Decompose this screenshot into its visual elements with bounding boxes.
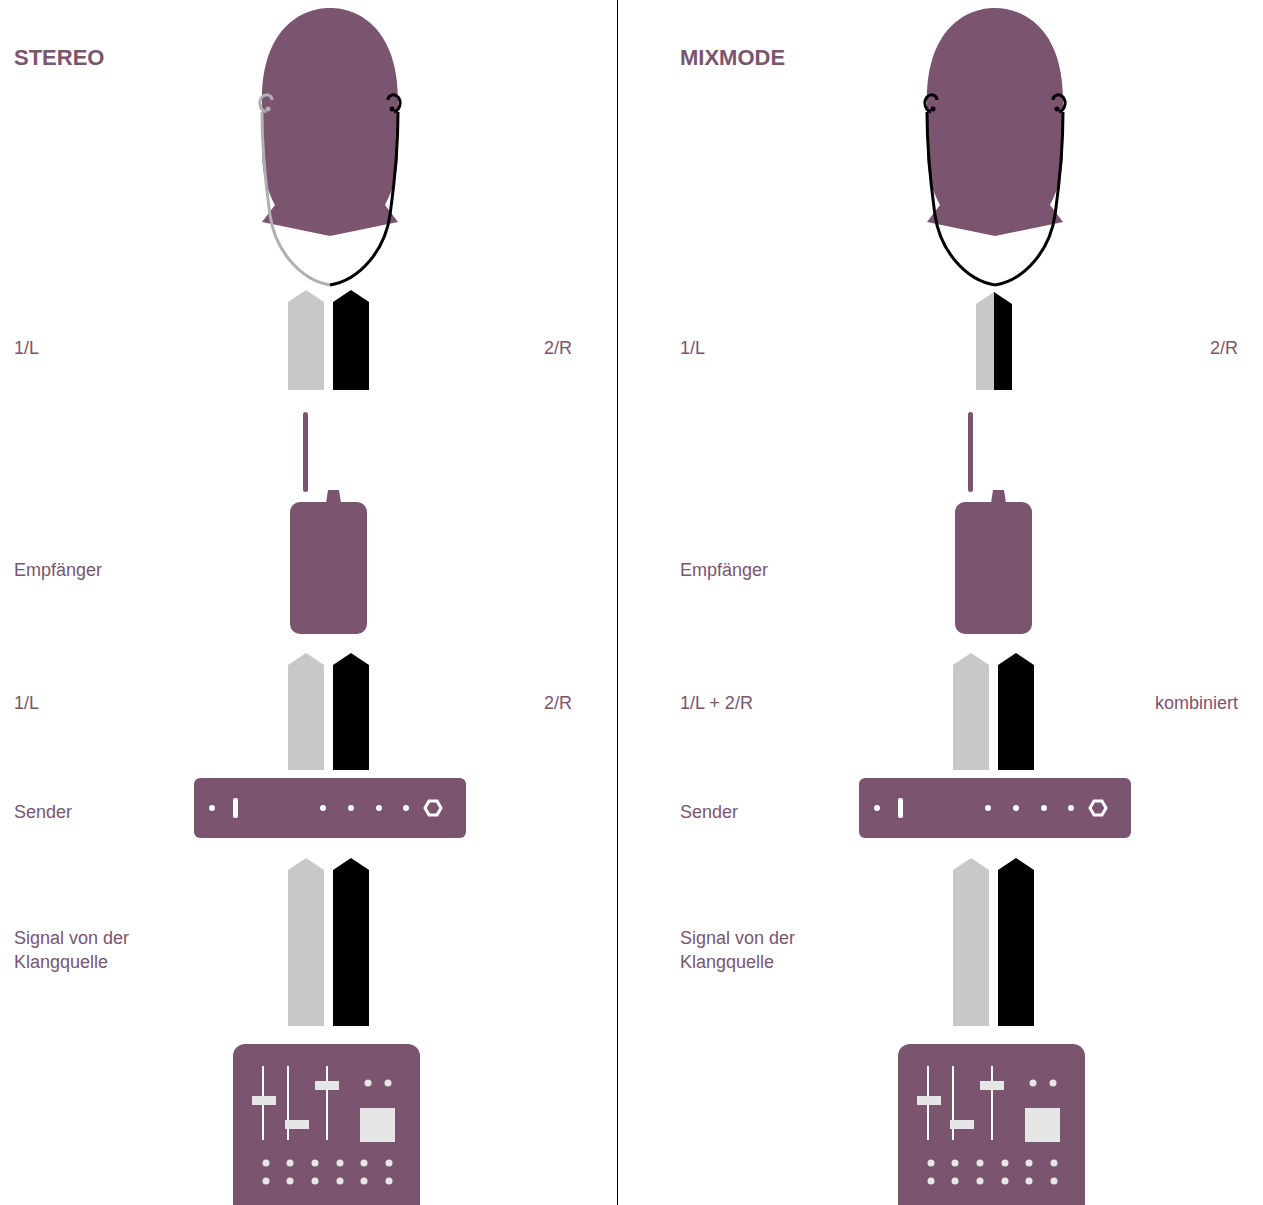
transmitter-button <box>985 805 991 811</box>
channel-label: 1/L <box>14 336 39 360</box>
mixer-display <box>1025 1108 1060 1142</box>
mixmode-panel <box>859 8 1131 1205</box>
signal-arrow-left <box>288 858 324 1026</box>
receiver-antenna <box>303 412 308 492</box>
device-label: Sender <box>14 800 72 824</box>
source-label: Signal von der Klangquelle <box>14 926 164 974</box>
transmitter-connector <box>1090 801 1106 815</box>
panel-heading: MIXMODE <box>680 44 785 72</box>
signal-arrow-left <box>288 653 324 770</box>
receiver-clip <box>326 490 341 503</box>
transmitter-connector <box>425 801 441 815</box>
device-label: Empfänger <box>680 558 768 582</box>
left-earpiece <box>266 107 271 112</box>
transmitter-button <box>320 805 326 811</box>
channel-label: 2/R <box>1210 336 1238 360</box>
left-earpiece <box>260 95 272 112</box>
right-earphone-cable <box>995 112 1063 285</box>
channel-label: 1/L <box>680 336 705 360</box>
panel-heading: STEREO <box>14 44 104 72</box>
transmitter-led <box>874 805 880 811</box>
transmitter-body <box>859 778 1131 838</box>
channel-label: 2/R <box>544 336 572 360</box>
channel-label: 1/L + 2/R <box>680 691 753 715</box>
signal-arrow-right <box>333 858 369 1026</box>
transmitter-button <box>1068 805 1074 811</box>
mixed-signal-arrow <box>994 292 1012 390</box>
mixer-knob <box>365 1080 372 1087</box>
mixer-fader-track <box>326 1066 328 1140</box>
right-earpiece <box>390 107 395 112</box>
signal-arrow-left <box>953 858 989 1026</box>
right-earpiece <box>1053 95 1065 112</box>
mixer-knob <box>1050 1080 1057 1087</box>
left-earpiece <box>931 107 936 112</box>
device-label: Sender <box>680 800 738 824</box>
mixer-knob <box>385 1080 392 1087</box>
receiver-clip <box>991 490 1006 503</box>
transmitter-button <box>376 805 382 811</box>
left-earpiece <box>925 95 937 112</box>
stereo-panel <box>194 8 466 1205</box>
head-silhouette <box>262 8 398 236</box>
channel-label: kombiniert <box>1155 691 1238 715</box>
signal-arrow-left <box>953 653 989 770</box>
transmitter-switch <box>233 798 238 818</box>
right-earpiece <box>388 95 400 112</box>
source-label: Signal von der Klangquelle <box>680 926 830 974</box>
receiver-body <box>290 502 367 634</box>
mixer-fader-knob <box>315 1081 339 1090</box>
device-label: Empfänger <box>14 558 102 582</box>
signal-arrow-right <box>333 290 369 390</box>
mixer-fader-knob <box>950 1120 974 1129</box>
channel-label: 1/L <box>14 691 39 715</box>
mixer-body <box>898 1044 1085 1205</box>
transmitter-switch <box>898 798 903 818</box>
signal-arrow-right <box>333 653 369 770</box>
head-silhouette <box>927 8 1063 236</box>
transmitter-body <box>194 778 466 838</box>
receiver-body <box>955 502 1032 634</box>
channel-label: 2/R <box>544 691 572 715</box>
signal-arrow-right <box>998 653 1034 770</box>
left-earphone-cable <box>927 112 995 285</box>
transmitter-button <box>1013 805 1019 811</box>
mixer-fader-knob <box>252 1096 276 1105</box>
right-earphone-cable <box>330 112 398 285</box>
mixer-fader-track <box>991 1066 993 1140</box>
right-earpiece <box>1055 107 1060 112</box>
left-earphone-cable <box>262 112 330 285</box>
transmitter-led <box>209 805 215 811</box>
mixer-knob <box>1030 1080 1037 1087</box>
panel-divider <box>617 0 618 1205</box>
mixer-fader-knob <box>917 1096 941 1105</box>
mixed-signal-arrow <box>976 292 994 390</box>
signal-arrow-right <box>998 858 1034 1026</box>
mixer-fader-knob <box>285 1120 309 1129</box>
mixer-buttons <box>263 1160 393 1185</box>
mixer-fader-knob <box>980 1081 1004 1090</box>
transmitter-button <box>348 805 354 811</box>
mixer-display <box>360 1108 395 1142</box>
transmitter-button <box>1041 805 1047 811</box>
transmitter-button <box>403 805 409 811</box>
signal-arrow-left <box>288 290 324 390</box>
mixer-body <box>233 1044 420 1205</box>
receiver-antenna <box>968 412 973 492</box>
mixer-buttons <box>928 1160 1058 1185</box>
